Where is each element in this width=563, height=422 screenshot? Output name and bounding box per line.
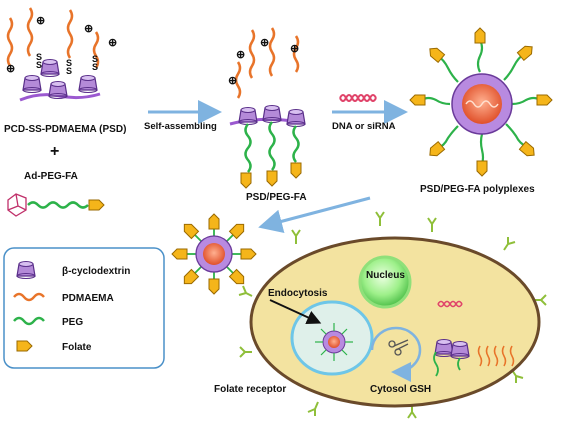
cyclodextrin-icon: [40, 58, 60, 78]
cyclodextrin-icon: [262, 104, 282, 124]
nucleus: [358, 255, 412, 309]
folate-icon: [476, 160, 488, 177]
ad-peg-fa-label: Ad-PEG-FA: [24, 171, 78, 182]
charge-icon: ⊕: [260, 37, 269, 49]
folate-icon: [266, 170, 278, 187]
disulfide-label: S: [66, 58, 72, 68]
legend-label: Folate: [62, 342, 92, 353]
folate-icon: [240, 248, 257, 260]
charge-icon: ⊕: [6, 63, 15, 75]
cyclodextrin-icon: [434, 338, 454, 358]
folate-icon: [208, 278, 220, 295]
cyclodextrin-icon: [22, 74, 42, 94]
charge-icon: ⊕: [228, 75, 237, 87]
disulfide-label: S: [92, 62, 98, 72]
folate-icon: [426, 141, 446, 160]
folate-icon: [208, 213, 220, 230]
adamantane-icon: [7, 193, 27, 217]
charge-icon: ⊕: [36, 15, 45, 27]
legend-item-cyclodextrin: β-cyclodextrin: [16, 260, 130, 280]
folate-icon: [536, 94, 553, 106]
charge-icon: ⊕: [108, 37, 117, 49]
psd-label: PCD-SS-PDMAEMA (PSD): [4, 124, 126, 135]
cell: Nucleus Endocytosis Cytosol GSH: [238, 211, 547, 419]
charge-icon: ⊕: [84, 23, 93, 35]
legend-label: PDMAEMA: [62, 293, 114, 304]
cyclodextrin-icon: [238, 106, 258, 126]
cytosol-gsh-label: Cytosol GSH: [370, 384, 431, 395]
cyclodextrin-icon: [286, 108, 306, 128]
legend-label: β-cyclodextrin: [62, 266, 130, 277]
self-assembling-label: Self-assembling: [144, 121, 217, 132]
cyclodextrin-icon: [78, 74, 98, 94]
legend-box: [3, 247, 165, 369]
approaching-polyplex: [171, 213, 257, 295]
legend-item-pdmaema: PDMAEMA: [13, 292, 114, 304]
endocytosis-label: Endocytosis: [268, 288, 328, 299]
plus-sign: +: [50, 143, 59, 160]
legend-label: PEG: [62, 317, 83, 328]
disulfide-label: S: [36, 52, 42, 62]
disulfide-label: S: [36, 60, 42, 70]
psd-molecule: S S S S S S ⊕ ⊕ ⊕ ⊕: [6, 7, 117, 102]
psd-peg-fa-molecule: ⊕ ⊕ ⊕ ⊕: [228, 27, 306, 189]
polyplex: [409, 27, 553, 177]
cyclodextrin-icon: [48, 80, 68, 100]
folate-icon: [409, 94, 426, 106]
folate-icon: [474, 27, 486, 44]
nucleus-label: Nucleus: [366, 270, 405, 281]
folate-icon: [290, 162, 302, 179]
peg-chain-icon: [13, 316, 45, 326]
folate-icon: [171, 248, 188, 260]
arrow-gsh-cleavage: [370, 326, 422, 382]
disulfide-label: S: [66, 66, 72, 76]
scissors-icon: [388, 339, 409, 356]
ad-peg-fa-molecule: [7, 193, 105, 217]
folate-receptor-icon: [238, 211, 547, 419]
cyclodextrin-icon: [450, 340, 470, 360]
charge-icon: ⊕: [236, 49, 245, 61]
legend-item-folate: Folate: [16, 340, 92, 353]
charge-icon: ⊕: [290, 43, 299, 55]
folate-icon: [240, 172, 252, 189]
legend-item-peg: PEG: [13, 316, 83, 328]
folate-icon: [88, 199, 105, 211]
psd-peg-fa-label: PSD/PEG-FA: [246, 192, 307, 203]
pdmaema-chain-icon: [13, 292, 45, 302]
cyclodextrin-icon: [16, 260, 36, 280]
arrow-endocytosis: [269, 299, 322, 325]
polyplexes-label: PSD/PEG-FA polyplexes: [420, 184, 535, 195]
disulfide-label: S: [92, 54, 98, 64]
arrow-to-cell: [258, 196, 371, 234]
dna-sirna-label: DNA or siRNA: [332, 121, 396, 132]
folate-receptor-label: Folate receptor: [214, 384, 286, 395]
